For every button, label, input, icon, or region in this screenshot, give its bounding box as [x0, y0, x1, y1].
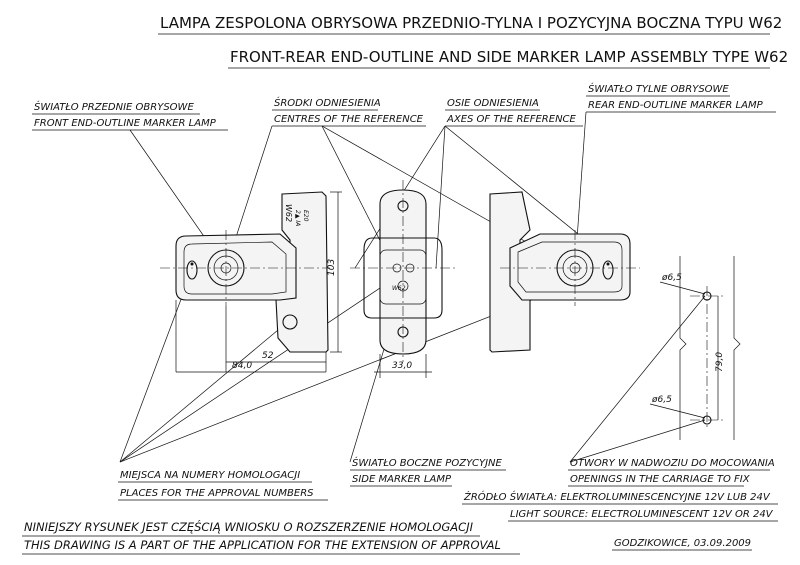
svg-text:CENTRES OF THE REFERENCE: CENTRES OF THE REFERENCE [274, 114, 424, 125]
product-marking: W62 [284, 204, 293, 222]
label-centres-of-reference: ŚRODKI ODNIESIENIA CENTRES OF THE REFERE… [272, 96, 426, 127]
label-axes-of-reference: OSIE ODNIESIENIA AXES OF THE REFERENCE [445, 98, 583, 127]
svg-text:ŚWIATŁO TYLNE OBRYSOWE: ŚWIATŁO TYLNE OBRYSOWE [588, 82, 729, 95]
view-rear-lamp [489, 191, 640, 353]
view-front-lamp: W62 2▲ IA E20 [160, 191, 330, 353]
svg-text:E20: E20 [302, 210, 309, 222]
hole-diameter-bottom: ø6,5 [651, 395, 672, 405]
svg-text:PLACES FOR THE APPROVAL NUMBER: PLACES FOR THE APPROVAL NUMBERS [120, 488, 314, 499]
footer-place-date: GODZIKOWICE, 03.09.2009 [612, 538, 752, 551]
title-english: FRONT-REAR END-OUTLINE AND SIDE MARKER L… [230, 48, 788, 66]
svg-text:ŹRÓDŁO ŚWIATŁA: ELEKTROLUMINES: ŹRÓDŁO ŚWIATŁA: ELEKTROLUMINESCENCYJNE 1… [463, 490, 771, 503]
label-light-source: ŹRÓDŁO ŚWIATŁA: ELEKTROLUMINESCENCYJNE 1… [462, 490, 778, 522]
svg-text:103: 103 [327, 259, 337, 276]
svg-text:ŚRODKI ODNIESIENIA: ŚRODKI ODNIESIENIA [274, 96, 381, 109]
view-side-lamp: W62 [350, 180, 456, 362]
label-front-marker: ŚWIATŁO PRZEDNIE OBRYSOWE FRONT END-OUTL… [32, 100, 228, 131]
svg-text:W62: W62 [392, 285, 406, 292]
svg-text:ŚWIATŁO PRZEDNIE OBRYSOWE: ŚWIATŁO PRZEDNIE OBRYSOWE [34, 100, 194, 113]
svg-text:84,0: 84,0 [232, 361, 252, 371]
label-mounting-openings: OTWORY W NADWOZIU DO MOCOWANIA OPENINGS … [568, 458, 775, 487]
svg-text:2▲ IA: 2▲ IA [294, 210, 301, 226]
svg-text:REAR END-OUTLINE MARKER LAMP: REAR END-OUTLINE MARKER LAMP [588, 100, 764, 111]
label-approval-places: MIEJSCA NA NUMERY HOMOLOGACJI PLACES FOR… [118, 470, 328, 501]
footer-note: NINIEJSZY RYSUNEK JEST CZĘŚCIĄ WNIOSKU O… [22, 519, 520, 555]
svg-text:GODZIKOWICE, 03.09.2009: GODZIKOWICE, 03.09.2009 [614, 538, 751, 549]
label-rear-marker: ŚWIATŁO TYLNE OBRYSOWE REAR END-OUTLINE … [586, 82, 776, 113]
label-side-marker: ŚWIATŁO BOCZNE POZYCYJNE SIDE MARKER LAM… [350, 456, 506, 487]
svg-text:33,0: 33,0 [392, 361, 412, 371]
svg-text:SIDE MARKER LAMP: SIDE MARKER LAMP [352, 474, 452, 485]
mounting-holes-detail: ø6,5 ø6,5 79,0 [649, 256, 741, 440]
svg-text:OPENINGS IN THE CARRIAGE TO FI: OPENINGS IN THE CARRIAGE TO FIX [570, 474, 751, 485]
hole-spacing: 79,0 [715, 352, 725, 372]
svg-text:AXES OF THE REFERENCE: AXES OF THE REFERENCE [446, 114, 577, 125]
dimensions-middle-view: 33,0 [374, 354, 432, 378]
svg-text:OSIE ODNIESIENIA: OSIE ODNIESIENIA [447, 98, 539, 109]
svg-text:FRONT END-OUTLINE MARKER LAMP: FRONT END-OUTLINE MARKER LAMP [34, 118, 217, 129]
svg-text:NINIEJSZY RYSUNEK JEST CZĘŚCIĄ: NINIEJSZY RYSUNEK JEST CZĘŚCIĄ WNIOSKU O… [24, 519, 474, 534]
svg-text:ŚWIATŁO BOCZNE POZYCYJNE: ŚWIATŁO BOCZNE POZYCYJNE [352, 456, 503, 469]
svg-text:MIEJSCA NA NUMERY HOMOLOGACJI: MIEJSCA NA NUMERY HOMOLOGACJI [120, 470, 300, 481]
svg-text:OTWORY W NADWOZIU DO MOCOWANIA: OTWORY W NADWOZIU DO MOCOWANIA [570, 458, 775, 469]
svg-text:52: 52 [262, 351, 274, 361]
hole-diameter-top: ø6,5 [661, 273, 682, 283]
svg-text:LIGHT SOURCE: ELECTROLUMINESCE: LIGHT SOURCE: ELECTROLUMINESCENT 12V OR … [510, 509, 774, 520]
svg-text:THIS DRAWING IS A PART OF THE: THIS DRAWING IS A PART OF THE APPLICATIO… [24, 538, 501, 552]
title-polish: LAMPA ZESPOLONA OBRYSOWA PRZEDNIO-TYLNA … [160, 14, 782, 32]
dimensions-left-view: 103 52 84,0 [175, 191, 342, 373]
